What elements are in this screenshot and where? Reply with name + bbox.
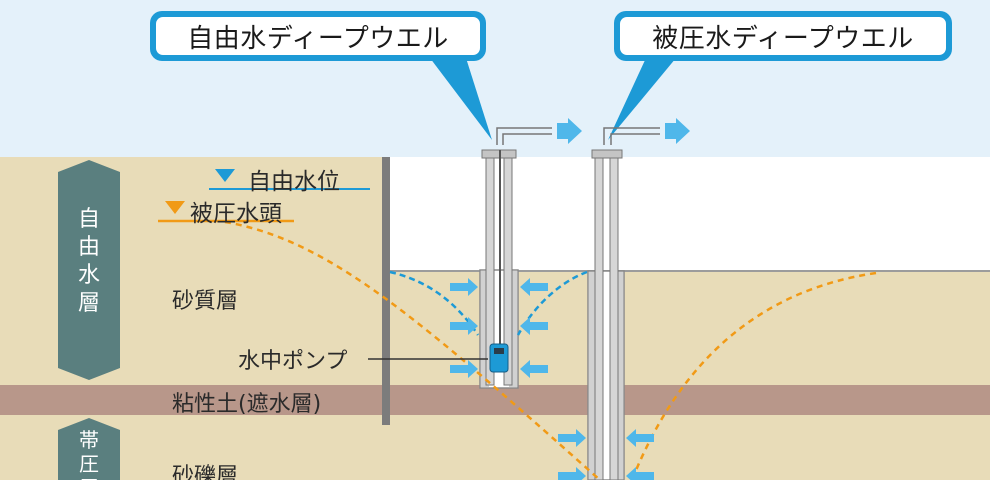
confined-well-callout: 被圧水ディープウエル [614, 11, 952, 61]
confined-well-casing-left [594, 156, 604, 480]
confined-well-discharge-pipe [603, 127, 660, 145]
band-char: 自 [77, 207, 100, 232]
confined-head-triangle-icon [165, 201, 185, 214]
free-well-discharge-pipe [496, 127, 552, 145]
confined-aquifer-band-label: 帯圧層 [58, 428, 120, 480]
confined-well-filter-left [589, 271, 596, 480]
confined-well-inflow-arrows [558, 429, 654, 480]
free-water-triangle-icon [215, 169, 235, 182]
free-aquifer-band-text: 自由水層 [78, 206, 100, 318]
free-aquifer-band-label: 自由水層 [58, 206, 120, 318]
confined-head-label: 被圧水頭 [190, 201, 282, 227]
excavation-area [390, 157, 990, 271]
band-char: 帯 [79, 428, 99, 452]
clay-layer-label: 粘性土(遮水層) [172, 392, 322, 417]
free-well-filter-right [509, 271, 517, 387]
band-char: 層 [77, 291, 100, 316]
confined-aquifer-band [58, 418, 120, 480]
retaining-wall [382, 157, 390, 425]
free-well-callout: 自由水ディープウエル [150, 11, 486, 61]
pump-motor [494, 348, 504, 354]
free-well-filter-left [481, 271, 489, 387]
free-aquifer-band [58, 160, 120, 380]
band-char: 水 [77, 263, 100, 288]
gravel-layer [0, 415, 990, 480]
confined-well-casing-right [609, 156, 619, 480]
sand-layer-label: 砂質層 [172, 289, 239, 314]
band-char: 圧 [79, 452, 99, 476]
confined-well-discharge-arrow [665, 118, 690, 144]
band-char: 層 [79, 476, 99, 480]
pump-label: 水中ポンプ [238, 349, 348, 374]
confined-well-callout-tail [608, 58, 676, 140]
free-well-callout-tail [430, 58, 492, 140]
free-drawdown-curve-left [389, 270, 480, 336]
confined-well-title: 被圧水ディープウエル [620, 17, 946, 55]
confined-well-cap [591, 149, 623, 159]
confined-aquifer-band-text: 帯圧層 [79, 428, 99, 480]
clay-layer [0, 385, 990, 415]
band-char: 由 [77, 235, 100, 260]
free-water-level-label: 自由水位 [248, 169, 340, 195]
gravel-layer-label: 砂礫層 [172, 464, 239, 480]
free-well-inflow-arrows [450, 278, 548, 378]
free-well-discharge-arrow [557, 118, 582, 144]
confined-head-curve-left [224, 220, 601, 480]
free-well-title: 自由水ディープウエル [156, 17, 480, 55]
confined-well-filter-right [616, 271, 623, 480]
